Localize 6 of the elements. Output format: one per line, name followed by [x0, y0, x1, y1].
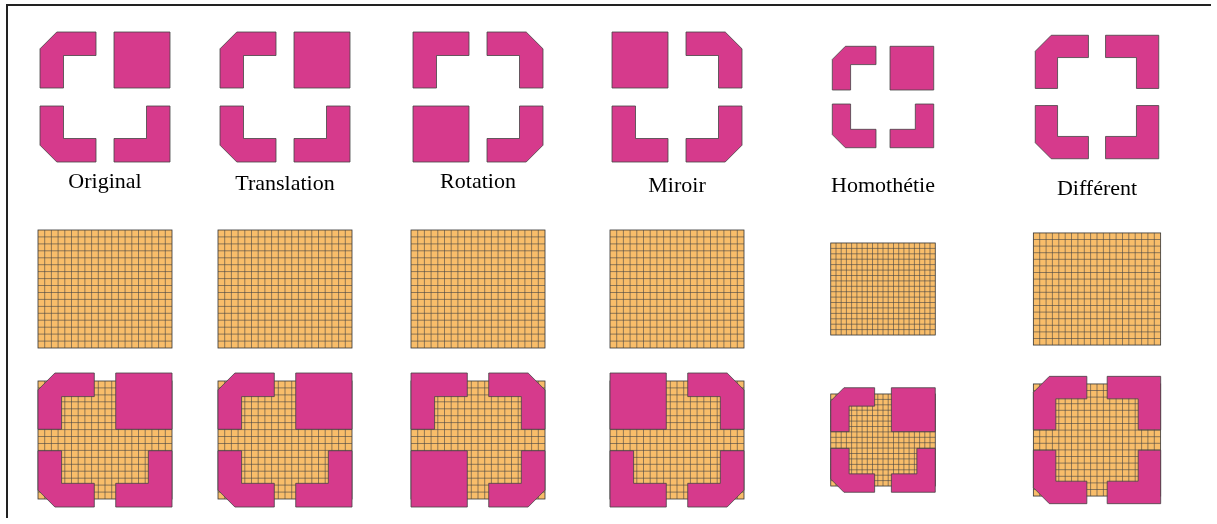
transformation-label: Homothétie	[831, 172, 935, 198]
transformation-label: Original	[68, 168, 142, 194]
transformation-label: Miroir	[648, 172, 706, 198]
transformation-label: Différent	[1056, 175, 1138, 201]
transformation-label: Rotation	[440, 168, 516, 194]
transformation-label: Translation	[235, 170, 335, 196]
